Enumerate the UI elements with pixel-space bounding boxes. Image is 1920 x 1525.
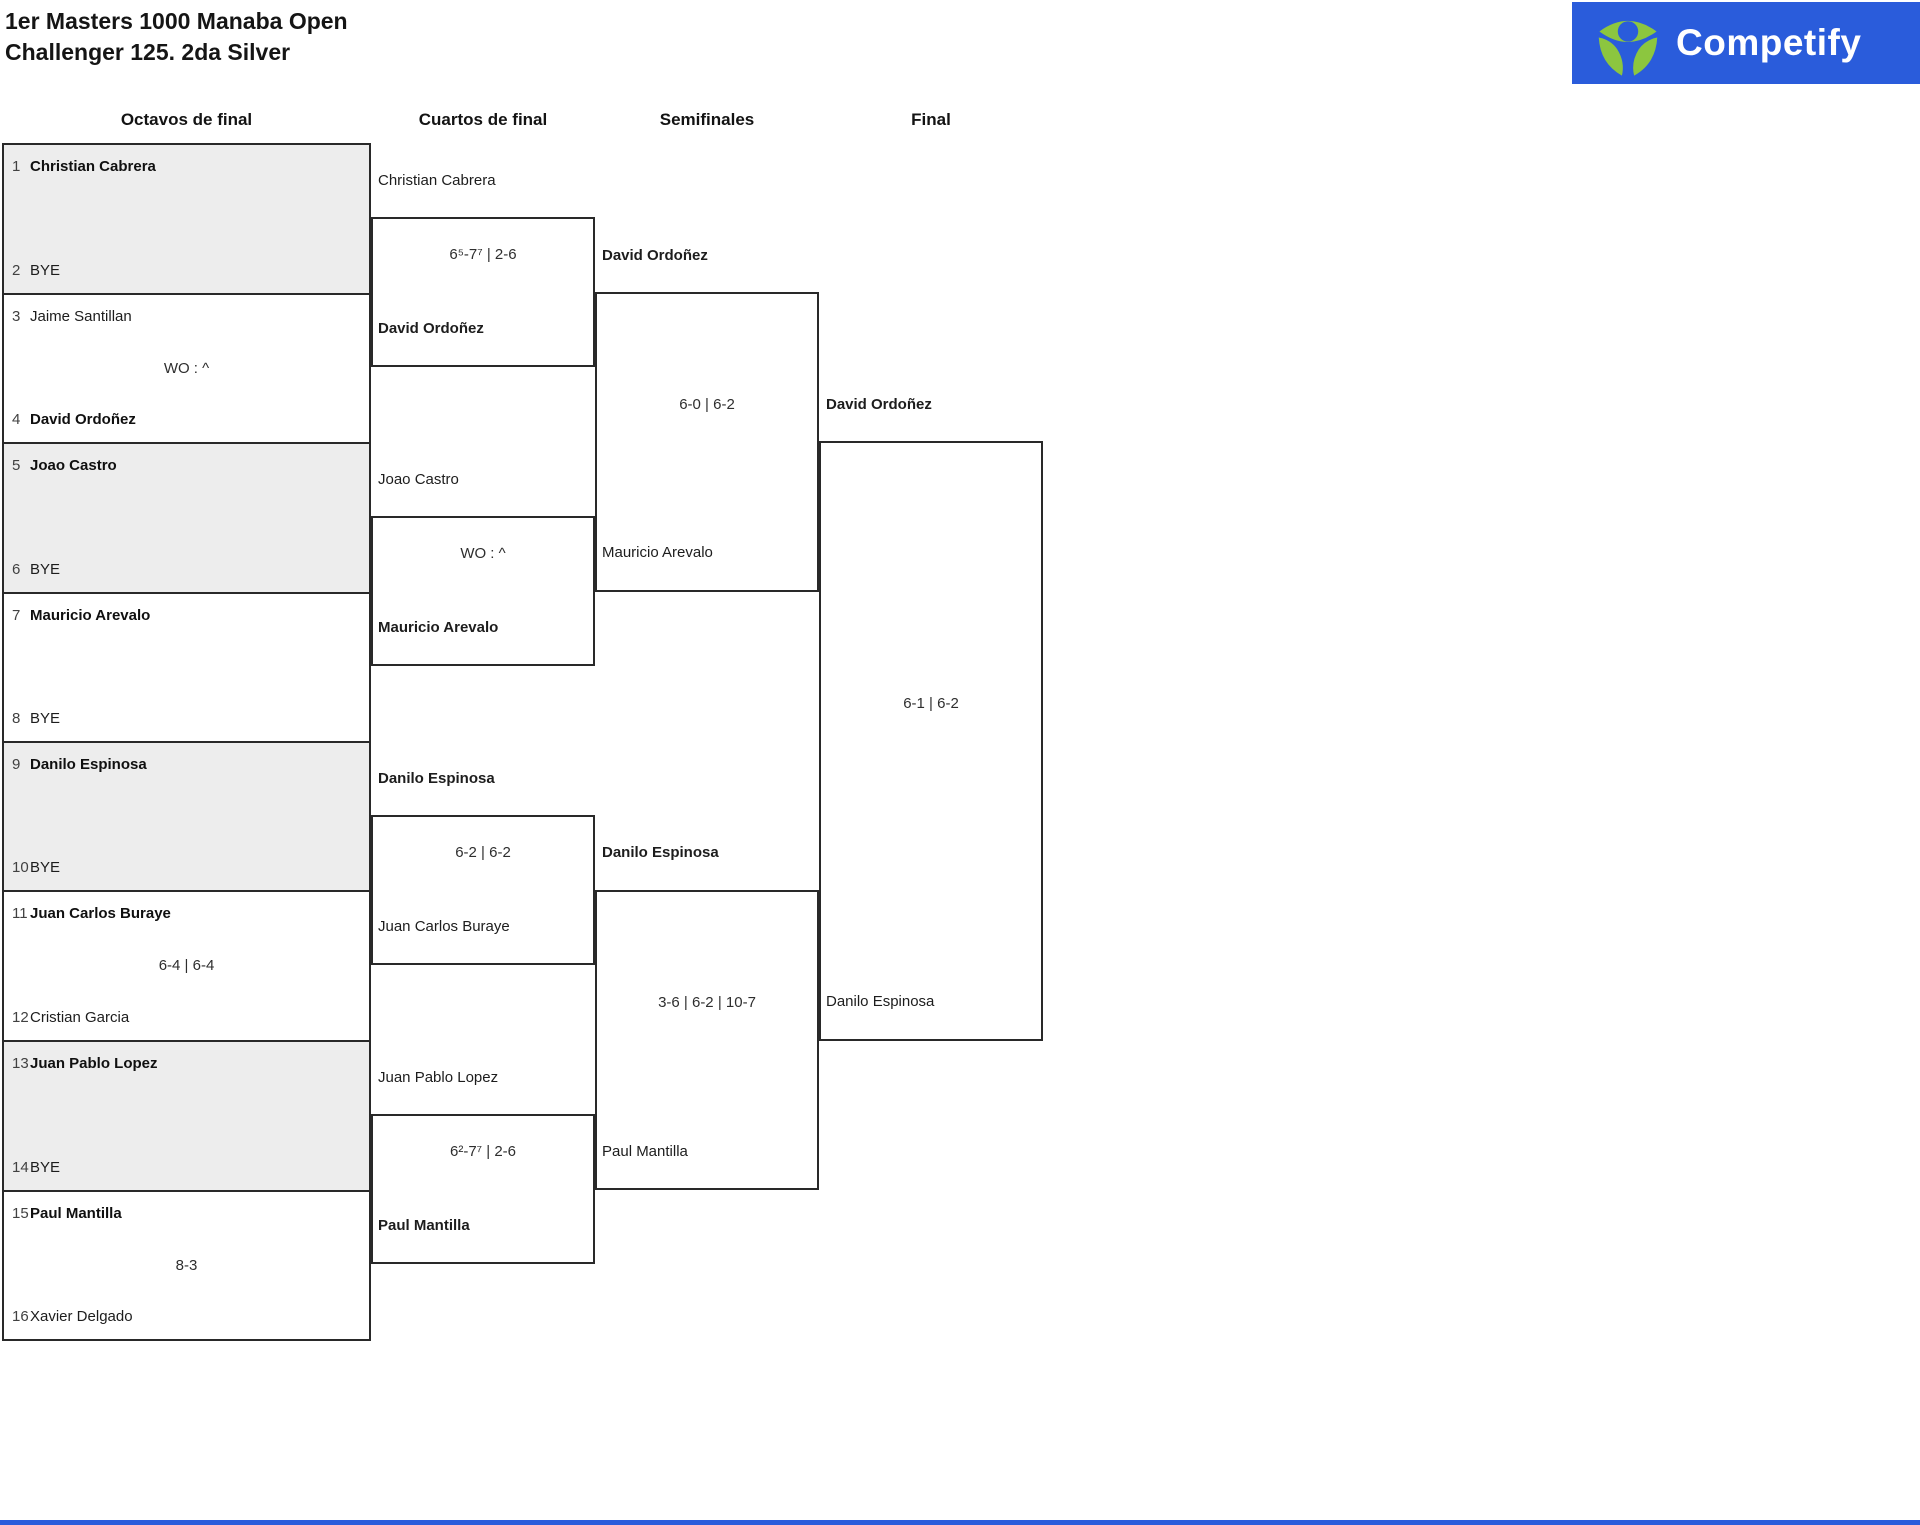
- player-seed: 15: [12, 1205, 29, 1222]
- competify-person-icon: [1598, 20, 1658, 76]
- player-row: 1 Christian Cabrera: [12, 157, 361, 177]
- round-header-octavos: Octavos de final: [120, 110, 253, 129]
- final-match-box: [819, 441, 1043, 1041]
- player-name: Juan Pablo Lopez: [378, 1069, 499, 1086]
- player-seed: 3: [12, 308, 21, 325]
- r16-match-4-box: 7 Mauricio Arevalo 8 BYE: [2, 592, 371, 743]
- player-row: 9 Danilo Espinosa: [12, 755, 361, 775]
- player-seed: 9: [12, 756, 21, 773]
- player-name: Juan Carlos Buraye: [378, 918, 510, 935]
- match-score: 6-4 | 6-4: [158, 957, 215, 974]
- player-name: Juan Carlos Buraye: [30, 905, 171, 922]
- player-name: Danilo Espinosa: [30, 756, 147, 773]
- player-seed: 16: [12, 1308, 29, 1325]
- player-name: BYE: [30, 262, 61, 279]
- match-score: 6-1 | 6-2: [903, 695, 959, 712]
- player-name: Mauricio Arevalo: [602, 544, 713, 561]
- player-row: 8 BYE: [12, 709, 361, 729]
- player-seed: 11: [12, 905, 28, 922]
- round-header-final: Final: [911, 110, 951, 129]
- player-seed: 4: [12, 411, 21, 428]
- match-score: WO : ^: [460, 545, 506, 562]
- round-header-cuartos: Cuartos de final: [418, 110, 548, 129]
- brand-name: Competify: [1676, 22, 1862, 63]
- match-score: 6-0 | 6-2: [679, 396, 735, 413]
- tournament-title: 1er Masters 1000 Manaba Open Challenger …: [5, 6, 348, 68]
- match-score: 8-3: [175, 1256, 198, 1274]
- match-score: 6²-7⁷ | 2-6: [449, 1143, 516, 1160]
- player-name: BYE: [30, 859, 61, 876]
- player-name: Cristian Garcia: [30, 1009, 130, 1026]
- title-line1: 1er Masters 1000 Manaba Open: [5, 8, 348, 34]
- player-seed: 5: [12, 457, 21, 474]
- sf1-match-box: [595, 292, 819, 592]
- r16-match-1-box: 1 Christian Cabrera 2 BYE: [2, 143, 371, 295]
- player-seed: 1: [12, 158, 21, 175]
- qf4-match-box: [371, 1114, 595, 1264]
- match-score: 3-6 | 6-2 | 10-7: [658, 994, 756, 1011]
- player-seed: 10: [12, 859, 29, 876]
- player-seed: 13: [12, 1055, 29, 1072]
- player-name: David Ordoñez: [378, 320, 484, 337]
- sf2-match-box: [595, 890, 819, 1190]
- player-seed: 6: [12, 561, 21, 578]
- player-name: Paul Mantilla: [30, 1205, 122, 1222]
- player-row: 3 Jaime Santillan: [12, 307, 361, 327]
- player-seed: 7: [12, 607, 21, 624]
- round-header-semifinales: Semifinales: [659, 110, 755, 129]
- player-name: BYE: [30, 561, 61, 578]
- player-name: Christian Cabrera: [378, 172, 496, 189]
- r16-match-2-box: 3 Jaime Santillan WO : ^ 4 David Ordoñez: [2, 293, 371, 444]
- player-name: Mauricio Arevalo: [378, 619, 499, 636]
- match-score: WO : ^: [163, 359, 210, 377]
- player-seed: 14: [12, 1159, 29, 1176]
- qf2-match-box: [371, 516, 595, 666]
- player-row: 7 Mauricio Arevalo: [12, 606, 361, 626]
- player-name: David Ordoñez: [826, 396, 932, 413]
- match-score: 6⁵-7⁷ | 2-6: [449, 246, 517, 263]
- player-row: 6 BYE: [12, 560, 361, 580]
- player-row: 4 David Ordoñez: [12, 410, 361, 430]
- qf3-match-box: [371, 815, 595, 965]
- player-name: Joao Castro: [378, 471, 459, 488]
- player-name: Paul Mantilla: [602, 1143, 688, 1160]
- player-name: Danilo Espinosa: [378, 770, 495, 787]
- player-name: Joao Castro: [30, 457, 117, 474]
- player-name: Danilo Espinosa: [826, 993, 935, 1010]
- player-name: BYE: [30, 710, 61, 727]
- player-name: David Ordoñez: [602, 247, 708, 264]
- player-row: 2 BYE: [12, 261, 361, 281]
- player-seed: 2: [12, 262, 21, 279]
- player-name: Jaime Santillan: [30, 308, 132, 325]
- player-seed: 8: [12, 710, 21, 727]
- competify-logo: Competify: [1572, 2, 1920, 84]
- player-name: Christian Cabrera: [30, 158, 156, 175]
- player-name: Xavier Delgado: [30, 1308, 133, 1325]
- player-name: David Ordoñez: [30, 411, 136, 428]
- player-name: Danilo Espinosa: [602, 844, 719, 861]
- player-name: Juan Pablo Lopez: [30, 1055, 158, 1072]
- player-row: 5 Joao Castro: [12, 456, 361, 476]
- player-name: BYE: [30, 1159, 61, 1176]
- match-score: 6-2 | 6-2: [455, 844, 511, 861]
- bottom-accent-bar: [0, 1520, 1920, 1525]
- title-line2: Challenger 125. 2da Silver: [5, 39, 291, 65]
- player-name: Paul Mantilla: [378, 1217, 470, 1234]
- r16-match-3-box: 5 Joao Castro 6 BYE: [2, 442, 371, 594]
- player-name: Mauricio Arevalo: [30, 607, 151, 624]
- qf1-match-box: [371, 217, 595, 367]
- player-seed: 12: [12, 1009, 29, 1026]
